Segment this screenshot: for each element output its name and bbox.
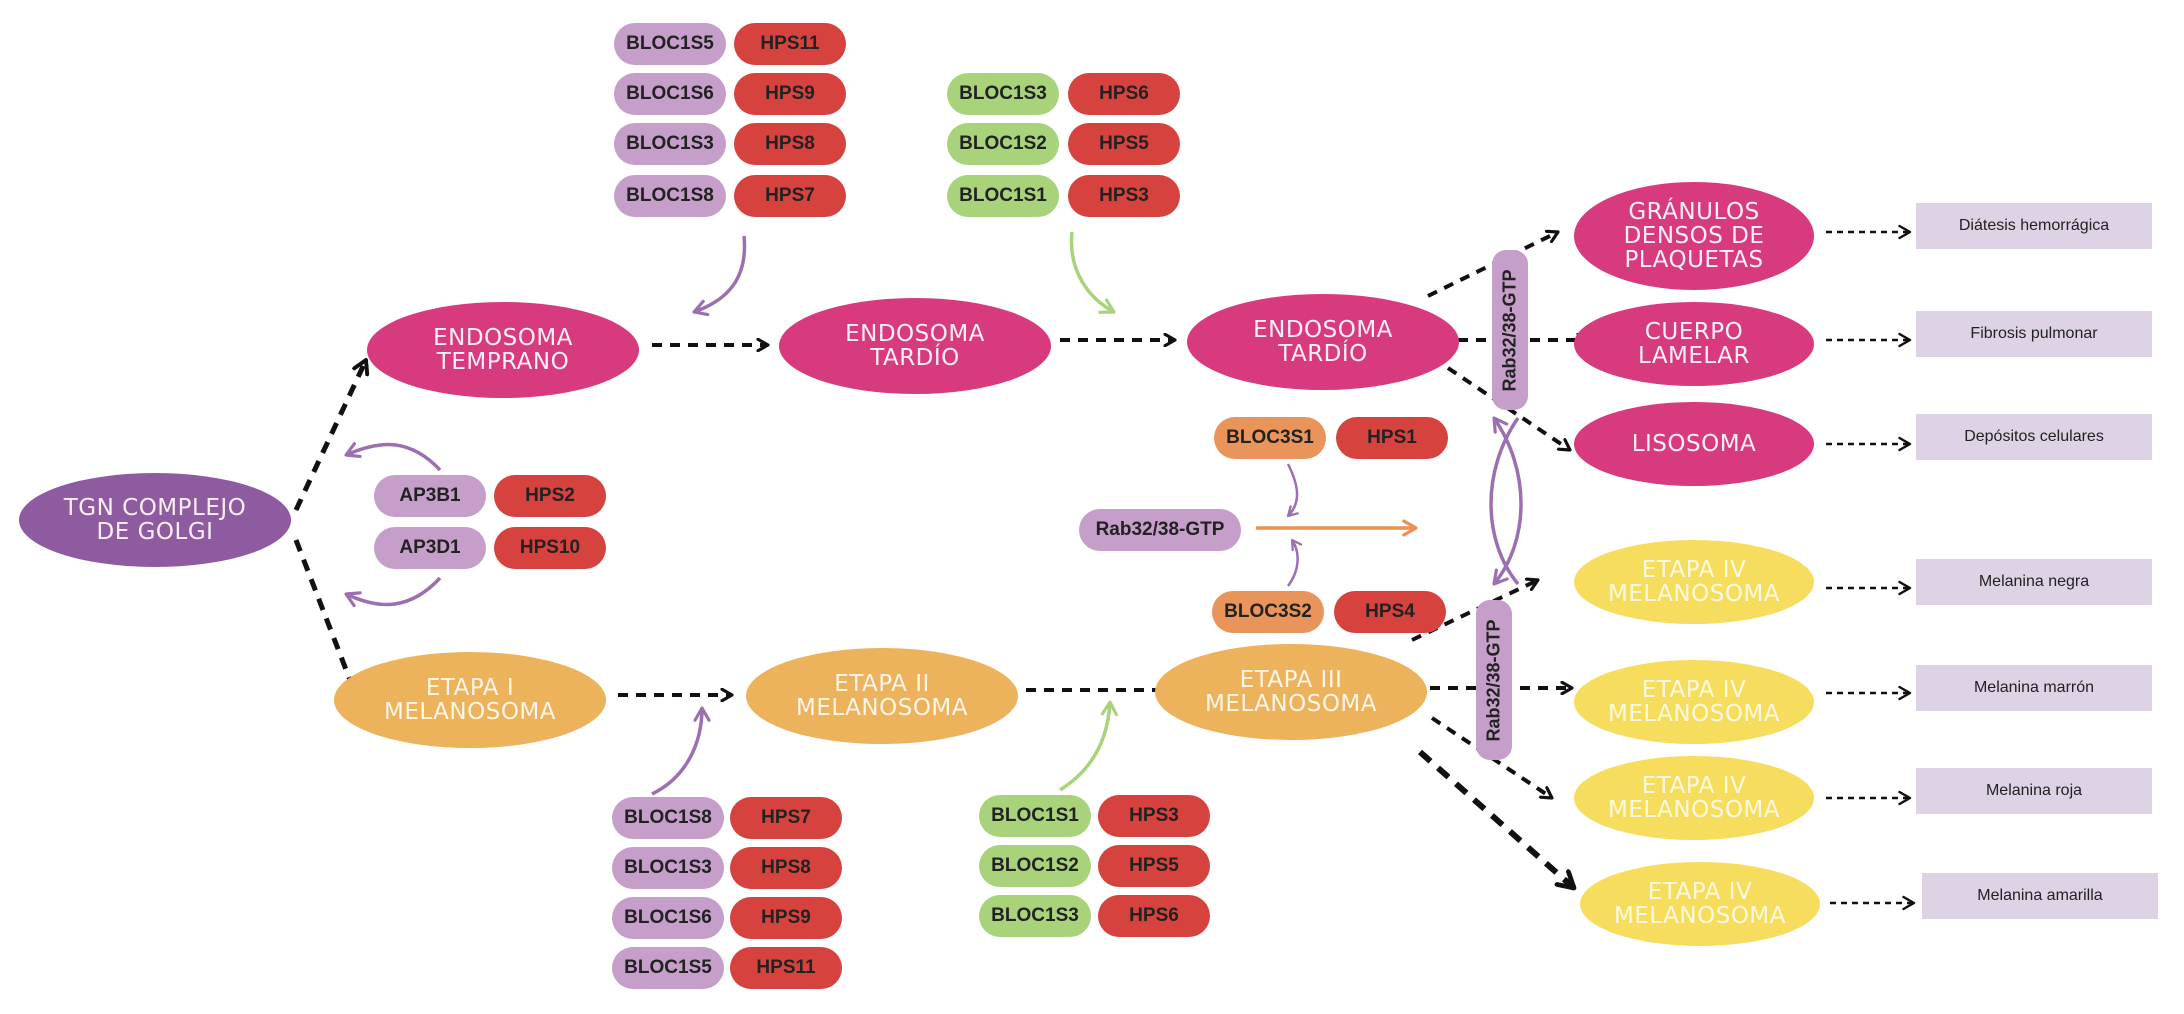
outcome-fibrosis-pulmonar: Fibrosis pulmonar — [1916, 311, 2152, 357]
node-endosoma-tardio-2: ENDOSOMA TARDÍO — [1187, 294, 1459, 390]
ap3-pill: AP3B1 — [374, 475, 486, 517]
outcome-melanina-marron: Melanina marrón — [1916, 665, 2152, 711]
arrow-bloc3-top — [1286, 463, 1299, 518]
node-etapa-1: ETAPA I MELANOSOMA — [334, 652, 606, 748]
node-cuerpo-lamelar: CUERPO LAMELAR — [1574, 302, 1814, 386]
hps-pill: HPS9 — [734, 73, 846, 115]
hps-pill: HPS5 — [1098, 845, 1210, 887]
hps-pill: HPS7 — [730, 797, 842, 839]
node-etapa-4b: ETAPA IV MELANOSOMA — [1574, 660, 1814, 744]
bloc-pill: BLOC1S3 — [947, 73, 1059, 115]
hps-pill: HPS2 — [494, 475, 606, 517]
outcome-melanina-amarilla: Melanina amarilla — [1922, 873, 2158, 919]
bloc3-pill: BLOC3S2 — [1212, 591, 1324, 633]
node-etapa-3: ETAPA III MELANOSOMA — [1155, 644, 1427, 740]
outcome-melanina-roja: Melanina roja — [1916, 768, 2152, 814]
hps-pill: HPS8 — [734, 123, 846, 165]
bloc-pill: BLOC1S2 — [947, 123, 1059, 165]
arrow-golgi-to-endosoma-temprano — [293, 360, 366, 512]
hps-pill: HPS10 — [494, 527, 606, 569]
hps-pill: HPS3 — [1098, 795, 1210, 837]
outcome-diatesis-hemorragica: Diátesis hemorrágica — [1916, 203, 2152, 249]
arrow-bloc1-bottom-right — [1059, 700, 1118, 792]
bloc-pill: BLOC1S2 — [979, 845, 1091, 887]
bloc-pill: BLOC1S1 — [947, 175, 1059, 217]
line-golgi-to-etapa-1 — [293, 539, 353, 681]
bloc3-pill: BLOC3S1 — [1214, 417, 1326, 459]
bloc-pill: BLOC1S3 — [612, 847, 724, 889]
arrow-bloc3-bottom — [1286, 538, 1303, 587]
bloc-pill: BLOC1S5 — [614, 23, 726, 65]
arrow-ap3-up — [344, 442, 442, 472]
node-etapa-4a: ETAPA IV MELANOSOMA — [1574, 540, 1814, 624]
node-granulos: GRÁNULOS DENSOS DE PLAQUETAS — [1574, 182, 1814, 290]
hps-pill: HPS11 — [734, 23, 846, 65]
hps-pill: HPS11 — [730, 947, 842, 989]
hps-pill: HPS6 — [1098, 895, 1210, 937]
hps-pill: HPS4 — [1334, 591, 1446, 633]
rab-gtp-pill: Rab32/38-GTP — [1079, 509, 1241, 551]
outcome-melanina-negra: Melanina negra — [1916, 559, 2152, 605]
arrow-ap3-down — [344, 576, 442, 608]
arrow-rab-cross-1 — [1492, 416, 1523, 586]
bloc-pill: BLOC1S6 — [614, 73, 726, 115]
bloc-pill: BLOC1S5 — [612, 947, 724, 989]
bloc-pill: BLOC1S1 — [979, 795, 1091, 837]
bloc-pill: BLOC1S3 — [614, 123, 726, 165]
hps-pill: HPS9 — [730, 897, 842, 939]
bloc-pill: BLOC1S8 — [612, 797, 724, 839]
node-endosoma-temprano: ENDOSOMA TEMPRANO — [367, 302, 639, 398]
hps-pill: HPS7 — [734, 175, 846, 217]
arrow-rab-cross-2 — [1489, 417, 1520, 586]
node-lisosoma: LISOSOMA — [1574, 402, 1814, 486]
ap3-pill: AP3D1 — [374, 527, 486, 569]
arrow-bloc1-top-left — [692, 235, 747, 317]
arrow-etapa3-to-etapa4d — [1418, 749, 1574, 888]
arrow-bloc1-bottom-left — [651, 706, 711, 796]
node-endosoma-tardio-1: ENDOSOMA TARDÍO — [779, 298, 1051, 394]
hps-pill: HPS6 — [1068, 73, 1180, 115]
rab-gtp-vertical-top: Rab32/38-GTP — [1492, 250, 1528, 410]
arrow-bloc1-top-right — [1069, 231, 1116, 314]
hps-pill: HPS1 — [1336, 417, 1448, 459]
rab-gtp-vertical-bottom: Rab32/38-GTP — [1476, 600, 1512, 760]
hps-pill: HPS3 — [1068, 175, 1180, 217]
bloc-pill: BLOC1S6 — [612, 897, 724, 939]
bloc-pill: BLOC1S8 — [614, 175, 726, 217]
hps-pill: HPS8 — [730, 847, 842, 889]
node-etapa-2: ETAPA II MELANOSOMA — [746, 648, 1018, 744]
hps-pill: HPS5 — [1068, 123, 1180, 165]
node-etapa-4d: ETAPA IV MELANOSOMA — [1580, 862, 1820, 946]
node-etapa-4c: ETAPA IV MELANOSOMA — [1574, 756, 1814, 840]
node-golgi: TGN COMPLEJO DE GOLGI — [19, 473, 291, 567]
outcome-depositos-celulares: Depósitos celulares — [1916, 414, 2152, 460]
bloc-pill: BLOC1S3 — [979, 895, 1091, 937]
